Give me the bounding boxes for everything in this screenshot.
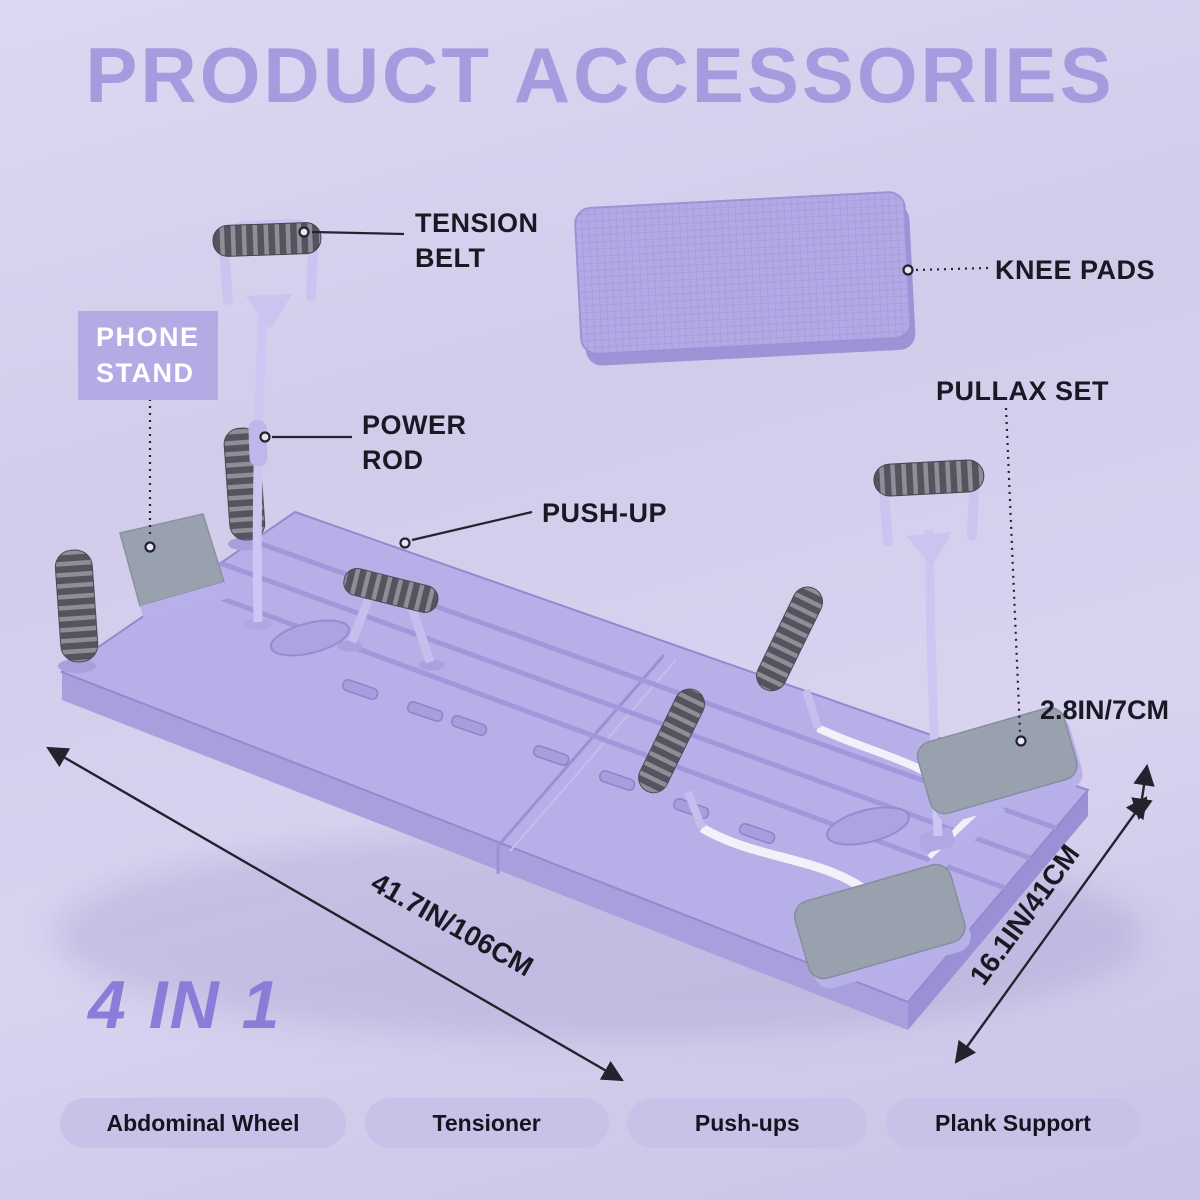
dimension-pad-height: 2.8IN/7CM (1040, 695, 1170, 725)
callout-phone-stand: PHONE STAND (78, 311, 218, 401)
feature-pill-push-ups-label: Push-ups (694, 1109, 800, 1136)
feature-pill-plank-support-label: Plank Support (935, 1109, 1091, 1136)
dimension-arrows (46, 746, 1155, 1082)
callout-power-rod-line1: POWER (362, 410, 467, 440)
callout-leaders (144, 226, 1027, 747)
feature-pill-abdominal-wheel: Abdominal Wheel (60, 1098, 346, 1148)
phone-stand (119, 513, 229, 623)
callout-tension-belt-line2: BELT (415, 242, 486, 273)
mounted-knee-pads (793, 706, 1083, 989)
feature-pill-abdominal-wheel-label: Abdominal Wheel (106, 1109, 300, 1136)
callout-tension-belt-line1: TENSION (415, 208, 539, 238)
tension-belt-handle (212, 218, 322, 630)
push-up-bar (337, 568, 445, 671)
situp-grips (638, 586, 824, 830)
feature-pill-plank-support: Plank Support (885, 1098, 1140, 1148)
callout-power-rod: POWER ROD (362, 408, 467, 477)
feature-pills: Abdominal Wheel Tensioner Push-ups Plank… (60, 1098, 1140, 1148)
page-title: PRODUCT ACCESSORIES (85, 31, 1115, 119)
callout-pullax-set: PULLAX SET (936, 376, 1110, 406)
feature-pill-tensioner: Tensioner (364, 1098, 609, 1148)
callout-knee-pads: KNEE PADS (995, 255, 1156, 285)
callout-power-rod-line2: ROD (362, 444, 424, 475)
callout-phone-stand-line2: STAND (96, 357, 195, 388)
four-in-one-badge: 4 IN 1 (88, 967, 282, 1043)
knee-pad-product (574, 191, 916, 366)
feature-pill-tensioner-label: Tensioner (432, 1109, 541, 1136)
callout-push-up: PUSH-UP (542, 498, 668, 528)
callout-tension-belt: TENSION BELT (415, 206, 539, 275)
callout-phone-stand-line1: PHONE (96, 322, 200, 352)
feature-pill-push-ups: Push-ups (627, 1098, 868, 1148)
